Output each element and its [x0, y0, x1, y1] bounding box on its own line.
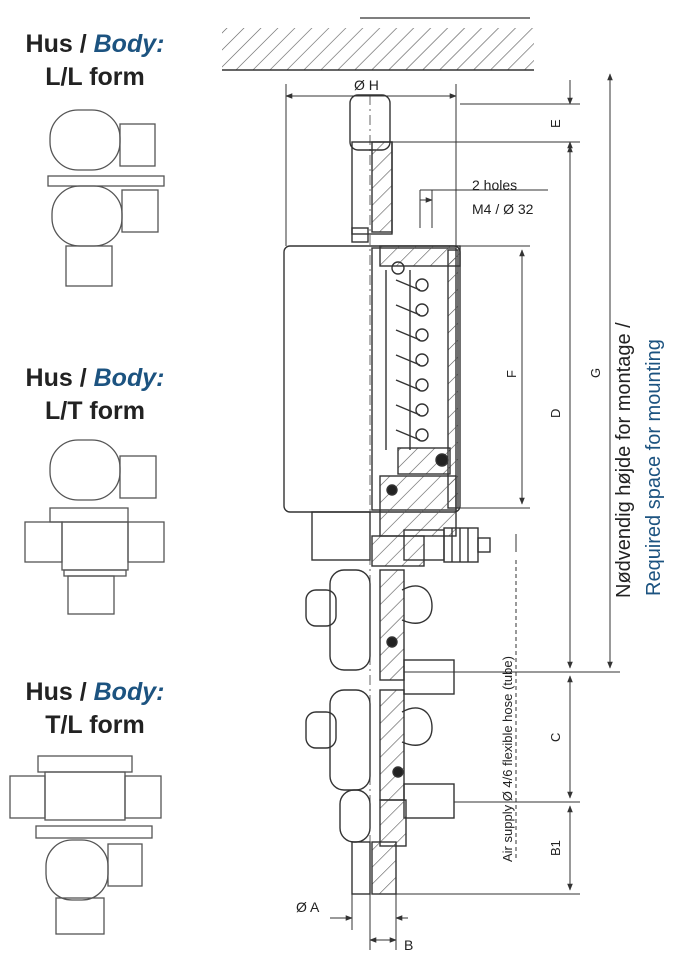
valve-body	[283, 94, 491, 920]
form-prefix: Hus /	[25, 364, 94, 392]
form-body-label: Body:	[93, 364, 165, 392]
form-prefix: Hus /	[25, 678, 94, 706]
dim-f-label: F	[504, 370, 519, 378]
form-label-tl: Hus / Body: T/L form	[0, 676, 190, 742]
body-sketch-lt	[24, 439, 165, 615]
form-name: L/L form	[45, 63, 145, 91]
form-body-label: Body:	[93, 678, 165, 706]
holes-label-2: M4 / Ø 32	[472, 201, 534, 217]
dim-g-label: G	[588, 368, 603, 378]
body-sketch-ll	[47, 109, 165, 287]
holes-label-1: 2 holes	[472, 177, 517, 193]
form-body-label: Body:	[93, 30, 165, 58]
form-name: L/T form	[45, 397, 145, 425]
spring-coils	[391, 261, 429, 442]
form-label-lt: Hus / Body: L/T form	[0, 362, 190, 428]
dim-h-label: Ø H	[354, 77, 379, 93]
body-sketch-tl	[9, 755, 162, 935]
dim-c-label: C	[548, 733, 563, 742]
form-prefix: Hus /	[25, 30, 94, 58]
form-label-ll: Hus / Body: L/L form	[0, 28, 190, 94]
dim-a-label: Ø A	[296, 899, 320, 915]
dim-b-label: B	[404, 937, 413, 953]
ceiling	[222, 17, 534, 71]
dim-e-label: E	[548, 119, 563, 128]
mounting-label-da: Nødvendig højde for montage /	[613, 322, 635, 598]
dimension-lines	[285, 73, 620, 950]
form-name: T/L form	[45, 711, 145, 739]
mounting-label-en: Required space for mounting	[643, 339, 665, 596]
air-supply-label: Air supply Ø 4/6 flexible hose (tube)	[500, 656, 515, 862]
dim-b1-label: B1	[548, 840, 563, 856]
dim-d-label: D	[548, 409, 563, 418]
